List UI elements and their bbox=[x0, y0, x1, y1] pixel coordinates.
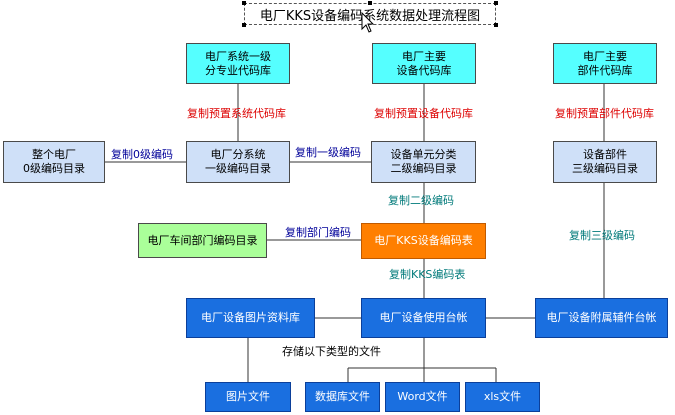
selection-handle[interactable] bbox=[368, 1, 372, 5]
equipment-picture-library[interactable]: 电厂设备图片资料库 bbox=[186, 298, 315, 338]
mouse-cursor-icon bbox=[361, 12, 375, 33]
database-file-box[interactable]: 数据库文件 bbox=[305, 382, 380, 412]
diagram-title: 电厂KKS设备编码系统数据处理流程图 bbox=[259, 8, 481, 24]
kks-equipment-code-table[interactable]: 电厂KKS设备编码表 bbox=[361, 223, 486, 259]
selection-handle[interactable] bbox=[242, 1, 246, 5]
copy-preset-part-label: 复制预置部件代码库 bbox=[555, 107, 654, 120]
main-part-code-library[interactable]: 电厂主要 部件代码库 bbox=[553, 43, 657, 84]
copy-level2-label: 复制二级编码 bbox=[388, 194, 454, 207]
copy-level3-label: 复制三级编码 bbox=[569, 229, 635, 242]
copy-kks-label: 复制KKS编码表 bbox=[389, 268, 466, 281]
plant-level0-directory[interactable]: 整个电厂 0级编码目录 bbox=[3, 141, 105, 183]
equipment-part-level3-directory[interactable]: 设备部件 三级编码目录 bbox=[553, 141, 657, 183]
xls-file-box[interactable]: xls文件 bbox=[465, 382, 540, 412]
system-spec-code-library[interactable]: 电厂系统一级 分专业代码库 bbox=[186, 43, 290, 84]
store-file-types-label: 存储以下类型的文件 bbox=[282, 345, 381, 358]
equipment-accessory-ledger[interactable]: 电厂设备附属辅件台帐 bbox=[535, 298, 668, 338]
copy-level0-label: 复制0级编码 bbox=[111, 148, 173, 161]
picture-file-box[interactable]: 图片文件 bbox=[205, 382, 291, 412]
equipment-usage-ledger[interactable]: 电厂设备使用台帐 bbox=[361, 298, 486, 338]
selection-handle[interactable] bbox=[494, 1, 498, 5]
equipment-unit-level2-directory[interactable]: 设备单元分类 二级编码目录 bbox=[371, 141, 476, 183]
plant-system-level1-directory[interactable]: 电厂分系统 一级编码目录 bbox=[186, 141, 290, 183]
selection-handle[interactable] bbox=[494, 23, 498, 27]
workshop-department-directory[interactable]: 电厂车间部门编码目录 bbox=[138, 223, 267, 258]
copy-preset-system-label: 复制预置系统代码库 bbox=[187, 107, 286, 120]
copy-department-label: 复制部门编码 bbox=[285, 226, 351, 239]
main-equipment-code-library[interactable]: 电厂主要 设备代码库 bbox=[372, 43, 476, 84]
selection-handle[interactable] bbox=[242, 23, 246, 27]
word-file-box[interactable]: Word文件 bbox=[385, 382, 460, 412]
copy-level1-label: 复制一级编码 bbox=[295, 146, 361, 159]
copy-preset-equipment-label: 复制预置设备代码库 bbox=[374, 107, 473, 120]
